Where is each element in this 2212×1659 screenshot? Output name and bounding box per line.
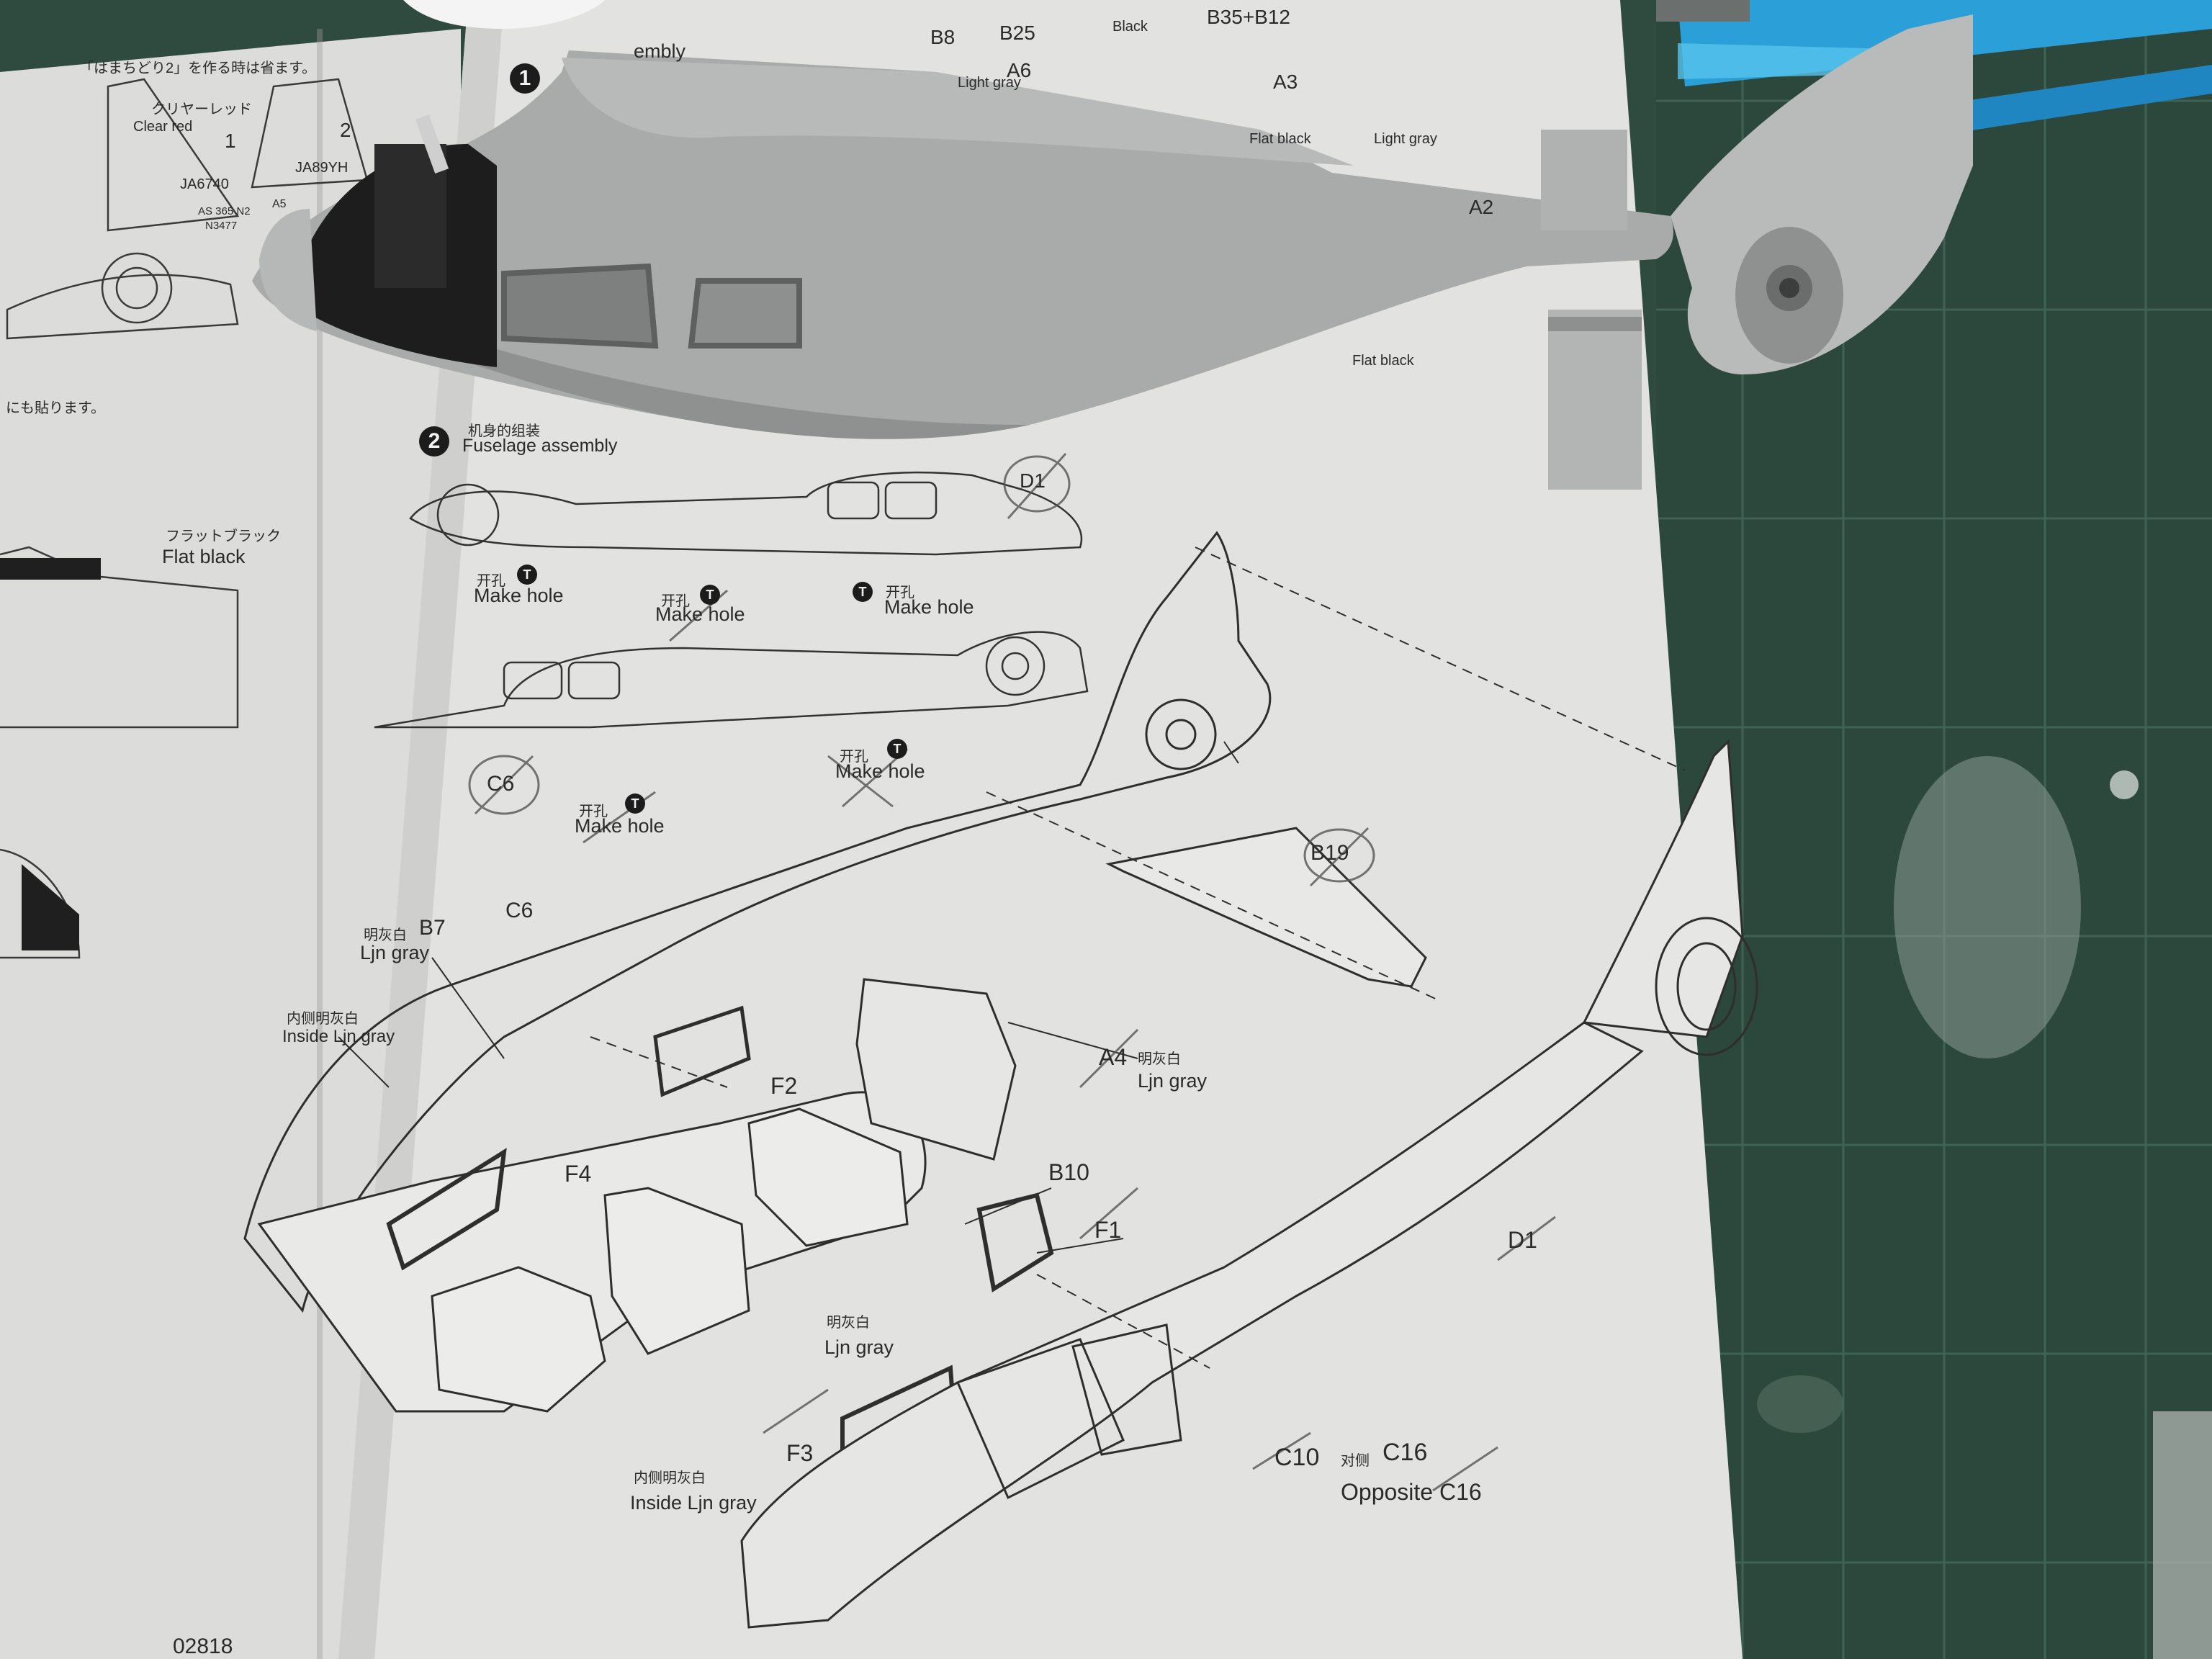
make-hole-2: Make hole <box>655 603 745 625</box>
make-hole-cn-2: 开孔 <box>661 593 690 609</box>
part-b25: B25 <box>999 22 1035 44</box>
part-f3: F3 <box>786 1440 814 1466</box>
part-a2: A2 <box>1469 196 1494 218</box>
flat-black-jp: フラットブラック <box>166 529 281 544</box>
label-opposite-c16: Opposite C16 <box>1341 1479 1482 1505</box>
label-flat-black-2: Flat black <box>1249 131 1311 147</box>
make-hole-4: Make hole <box>835 760 925 782</box>
small-a: A5 <box>272 198 287 210</box>
part-d1: D1 <box>1508 1227 1537 1253</box>
step2-number: 2 <box>419 426 449 457</box>
make-hole-cn-5: 开孔 <box>579 804 608 819</box>
label-ljn-gray-b7: Ljn gray <box>360 942 430 963</box>
label-ljn-gray-cn-mid: 明灰白 <box>827 1315 870 1331</box>
label-ljn-gray-mid: Ljn gray <box>824 1336 894 1358</box>
label-light-gray-1: Light gray <box>958 75 1021 91</box>
reg-2: JA89YH <box>295 160 349 176</box>
hole-marker-4: T <box>887 739 907 759</box>
step2-title: Fuselage assembly <box>462 436 618 456</box>
part-c6: C6 <box>505 899 534 922</box>
part-f2: F2 <box>770 1073 798 1099</box>
label-inside-ljn-gray-2: Inside Ljn gray <box>630 1492 757 1514</box>
tag-2: 2 <box>340 119 351 141</box>
make-hole-cn-3: 开孔 <box>886 585 914 601</box>
hole-marker-5: T <box>625 793 645 814</box>
title-jp: 「はまちどり2」を作る時は省ます。 <box>79 60 317 76</box>
tag-1: 1 <box>225 130 236 152</box>
part-a3: A3 <box>1273 71 1298 93</box>
make-hole-1: Make hole <box>474 585 564 606</box>
exploded-fuselage-diagram <box>243 531 1758 1629</box>
label-flat-black-3: Flat black <box>1352 353 1414 369</box>
label-ljn-gray-a4: Ljn gray <box>1138 1070 1208 1092</box>
hole-marker-2: T <box>700 585 720 605</box>
label-inside-ljn-gray-1: Inside Ljn gray <box>282 1027 395 1046</box>
part-c16: C16 <box>1382 1439 1428 1466</box>
part-b35-b12: B35+B12 <box>1207 6 1290 28</box>
reg-1: JA6740 <box>180 176 229 192</box>
part-a4: A4 <box>1099 1044 1128 1070</box>
part-d1-top: D1 <box>1020 469 1046 492</box>
part-b19: B19 <box>1310 841 1349 865</box>
attach-note-jp: にも貼ります。 <box>6 400 105 416</box>
page-number: 02818 <box>173 1635 233 1658</box>
clear-red-jp: クリヤーレッド <box>151 102 252 117</box>
part-b10: B10 <box>1048 1159 1089 1185</box>
part-c10: C10 <box>1274 1444 1320 1471</box>
flat-black: Flat black <box>162 546 246 567</box>
label-black: Black <box>1112 19 1148 35</box>
model-helicopter-fuselage <box>252 14 1973 490</box>
part-c6-mid: C6 <box>487 772 515 796</box>
part-a6: A6 <box>1007 59 1032 81</box>
make-hole-3: Make hole <box>884 596 974 618</box>
part-f4: F4 <box>565 1161 592 1187</box>
make-hole-5: Make hole <box>575 815 665 837</box>
hole-marker-1: T <box>517 565 537 585</box>
label-ljn-gray-cn-b7: 明灰白 <box>364 927 407 943</box>
code: AS 365 N2 <box>198 205 251 217</box>
clear-red: Clear red <box>133 119 193 135</box>
label-opposite-cn: 对侧 <box>1341 1453 1370 1469</box>
label-inside-cn-2: 内侧明灰白 <box>634 1470 706 1486</box>
label-light-gray-2: Light gray <box>1374 131 1437 147</box>
tissue <box>403 0 605 29</box>
part-b8: B8 <box>930 26 956 48</box>
make-hole-cn-4: 开孔 <box>840 749 868 765</box>
step1-title-fragment: embly <box>634 40 686 62</box>
part-b7: B7 <box>419 916 446 940</box>
step2-title-cn: 机身的组装 <box>468 423 540 439</box>
step1-number: 1 <box>510 63 540 94</box>
code-2: N3477 <box>205 220 238 232</box>
hole-marker-3: T <box>853 582 873 602</box>
label-inside-cn-1: 内侧明灰白 <box>287 1011 359 1027</box>
part-f1: F1 <box>1094 1217 1122 1243</box>
make-hole-cn-1: 开孔 <box>477 573 505 589</box>
label-ljn-gray-cn-a4: 明灰白 <box>1138 1051 1181 1067</box>
fuselage-side-diagrams <box>374 472 1089 729</box>
